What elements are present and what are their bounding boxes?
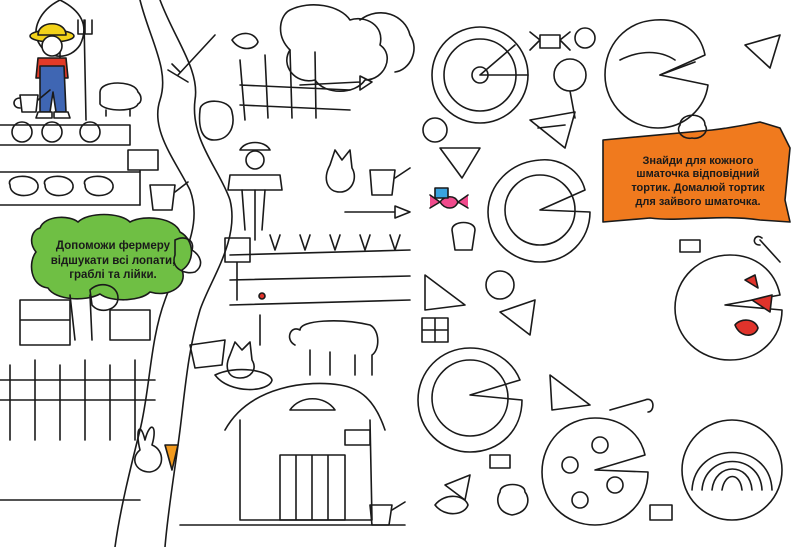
tree-middle <box>279 4 389 92</box>
farmer <box>29 22 75 119</box>
garden-bed-3 <box>229 249 411 306</box>
orange-task-banner <box>602 121 791 223</box>
pie-6 <box>541 417 649 526</box>
cabbage-2 <box>41 121 63 143</box>
puddle <box>214 368 273 391</box>
cat-top <box>325 149 356 193</box>
signpost-2 <box>224 237 251 301</box>
pie-3 <box>487 159 591 263</box>
right-task-line-2: шматочка відповідний <box>636 168 760 181</box>
watering-can-4 <box>369 501 406 526</box>
leaf-cookie <box>434 495 469 515</box>
front-fence <box>0 359 156 441</box>
garden-bed-2 <box>0 171 141 206</box>
slice-3 <box>744 34 781 69</box>
slice-1 <box>529 111 576 149</box>
right-task-line-3: тортик. Домалюй тортик <box>631 182 765 194</box>
watering-can-3 <box>369 167 411 196</box>
dog <box>198 100 234 141</box>
farmer-overalls <box>39 65 67 113</box>
tree-trunk <box>69 294 93 341</box>
green-task-bubble <box>30 213 193 301</box>
slice-4 <box>424 274 466 311</box>
candy-cane <box>609 398 654 413</box>
candy-blue <box>434 187 449 199</box>
slice-6 <box>549 374 591 411</box>
farm-scene <box>0 0 415 547</box>
berries <box>258 292 266 300</box>
candy-wrapped-4 <box>679 239 701 253</box>
pie-2 <box>604 19 709 129</box>
farmer-boots <box>35 111 71 119</box>
candy-wrapped-2 <box>489 454 511 469</box>
farmer-hat-top <box>37 22 67 36</box>
watering-can-2 <box>149 181 189 211</box>
shovel-1 <box>299 75 373 91</box>
lollipop-swirl <box>553 58 587 92</box>
lollipop-stick <box>569 90 576 119</box>
pie-7 <box>681 419 783 521</box>
right-task-text: Знайди для кожного шматочка відповідний … <box>608 150 788 214</box>
pumpkin-1 <box>8 175 39 197</box>
scarecrow <box>227 141 283 241</box>
carrot-row <box>269 234 401 251</box>
farmer-head <box>41 35 63 57</box>
left-task-line-2: відшукати всі лопати, <box>50 254 176 267</box>
right-task-line-4: для зайвого шматочка. <box>635 195 761 208</box>
cow <box>288 320 379 376</box>
left-task-line-1: Допоможи фермеру <box>55 240 171 253</box>
signpost-1 <box>127 149 159 206</box>
cheese-square <box>421 317 449 343</box>
hay-bales <box>19 299 151 346</box>
lollipop-2 <box>753 235 781 263</box>
pumpkin-2 <box>43 175 74 197</box>
bird-on-fence <box>231 32 259 50</box>
slice-5 <box>499 299 536 336</box>
hen <box>89 283 119 312</box>
cupcake <box>451 221 476 251</box>
pitchfork <box>77 19 93 121</box>
pig <box>99 82 142 117</box>
donut-1 <box>422 117 448 143</box>
goose <box>173 237 202 274</box>
candy-wrapped-1 <box>529 31 571 51</box>
pie-5 <box>417 347 523 453</box>
bear-cookie <box>497 483 529 516</box>
left-task-line-3: граблі та лійки. <box>69 269 157 282</box>
left-task-text: Допоможи фермеру відшукати всі лопати, г… <box>38 228 188 294</box>
cookie <box>485 270 515 300</box>
pie-1 <box>431 26 529 124</box>
rake-1 <box>167 34 216 83</box>
candy-wrapped-3 <box>649 504 673 521</box>
back-fence <box>239 49 351 121</box>
pies-scene <box>417 19 791 526</box>
watering-can-1 <box>13 89 51 113</box>
cabbage-3 <box>79 121 101 143</box>
rabbit <box>134 426 163 473</box>
cat-bottom <box>226 341 255 379</box>
slice-2 <box>439 147 481 179</box>
donut-2 <box>574 27 596 49</box>
barn <box>224 382 386 521</box>
tree-right <box>359 11 415 73</box>
pie-4 <box>674 254 783 361</box>
tipped-bucket <box>189 339 226 369</box>
winding-path-edge <box>159 0 233 547</box>
carrot <box>164 444 179 471</box>
cabbage-1 <box>11 121 33 143</box>
pumpkin-3 <box>83 175 114 197</box>
garden-bed-1 <box>0 124 131 146</box>
right-task-line-1: Знайди для кожного <box>642 154 754 167</box>
slice-7 <box>444 474 471 501</box>
shovel-2 <box>344 205 411 219</box>
